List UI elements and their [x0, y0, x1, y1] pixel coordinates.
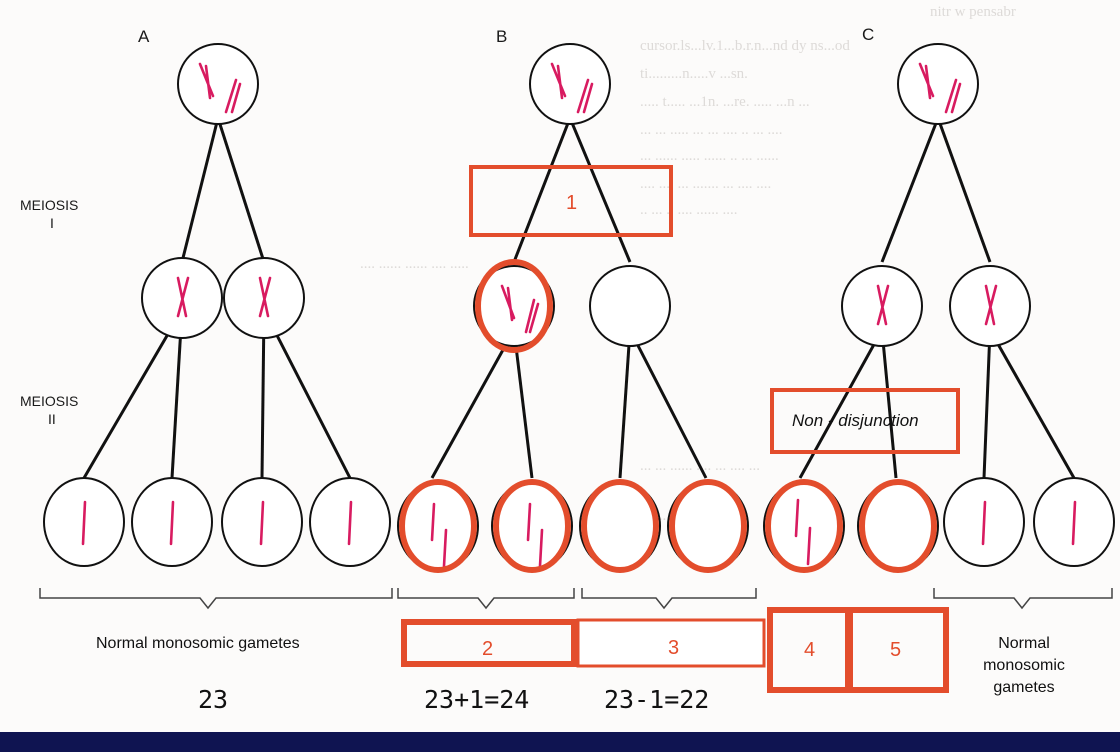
chromatid-icon	[526, 502, 532, 542]
column-c	[763, 43, 1115, 610]
svg-text:... ... ..... ... ... .... ..: ... ... ..... ... ... .... .. ... ....	[640, 122, 783, 138]
chromosome-icon	[984, 284, 998, 326]
chromatid-icon	[981, 500, 987, 546]
column-a	[39, 43, 393, 610]
label-box-5	[845, 607, 949, 693]
chromatid-icon	[430, 502, 436, 542]
chromatid-icon	[347, 500, 353, 546]
chromosome-pair-icon	[198, 62, 242, 114]
label-box-2	[401, 619, 577, 667]
chromatid-icon	[794, 498, 800, 538]
chromosome-count-a: 23	[198, 685, 228, 714]
label-box-1	[469, 165, 673, 237]
column-label-a: A	[138, 27, 150, 46]
chromatid-icon	[259, 500, 265, 546]
svg-text:.. ... .. .... ...... ....: .. ... .. .... ...... ....	[640, 202, 738, 218]
chromosome-count-trisomic: 23+1=24	[424, 685, 529, 714]
chromosome-pair-icon	[550, 62, 594, 114]
normal-gametes-caption-a: Normal monosomic gametes	[96, 635, 300, 652]
svg-text:.... .... ... ....... ... ....: .... .... ... ....... ... .... ....	[640, 176, 771, 192]
meiosis2-label: MEIOSIS	[20, 393, 78, 409]
svg-text:... ...... ..... ...... .. ...: ... ...... ..... ...... .. ... ......	[640, 148, 779, 164]
brace-b-left	[397, 588, 575, 610]
parent-cell-a	[177, 43, 259, 125]
chromosome-pair-icon	[500, 284, 540, 334]
highlight-gamete-c1	[765, 479, 843, 573]
normal-gametes-caption-c-line2: monosomic	[983, 657, 1065, 674]
chromosome-pair-icon	[918, 62, 962, 114]
chromatid-icon	[806, 526, 812, 566]
svg-text:ti.........n.....v ...sn.: ti.........n.....v ...sn.	[640, 66, 748, 82]
svg-text:nitr w pensabr: nitr w pensabr	[930, 4, 1016, 20]
normal-gametes-caption-c-line1: Normal	[998, 635, 1050, 652]
chromosome-icon	[876, 284, 890, 326]
parent-cell-b	[529, 43, 611, 125]
chromatid-icon	[81, 500, 87, 546]
chromatid-icon	[169, 500, 175, 546]
highlight-meiosis1-cell-b	[475, 259, 553, 353]
nondisjunction-box	[770, 388, 960, 454]
normal-gametes-caption-c-line3: gametes	[993, 679, 1054, 696]
highlight-gamete-b1	[399, 479, 477, 573]
chromosome-icon	[258, 276, 272, 318]
annotation-overlays: 1 Non - disjunction 2 3 4 5	[399, 165, 960, 693]
meiosis1-cell-b-right	[589, 265, 671, 347]
brace-c	[933, 588, 1113, 610]
meiosis2-numeral: II	[48, 411, 56, 427]
svg-text:cursor.ls...lv.1...b.r.n...nd: cursor.ls...lv.1...b.r.n...nd dy ns...od	[640, 38, 850, 54]
column-b	[397, 43, 757, 610]
chromatid-icon	[1071, 500, 1077, 546]
label-4: 4	[804, 639, 815, 661]
label-3: 3	[668, 637, 679, 659]
nondisjunction-label: Non - disjunction	[792, 411, 919, 430]
brace-b-right	[581, 588, 757, 610]
label-1: 1	[566, 192, 577, 214]
chromatid-icon	[442, 528, 448, 568]
bottom-bar	[0, 732, 1120, 752]
meiosis1-numeral: I	[50, 215, 54, 231]
parent-cell-c	[897, 43, 979, 125]
highlight-gamete-c2	[859, 479, 937, 573]
svg-text:.... ...... ...... .... .....: .... ...... ...... .... .....	[360, 256, 469, 272]
chromatid-icon	[538, 528, 544, 568]
column-label-c: C	[862, 25, 874, 44]
highlight-gamete-b4	[669, 479, 747, 573]
svg-text:..... t..... ...1n. ...re. .: ..... t..... ...1n. ...re. ..... ...n ..…	[640, 94, 810, 110]
column-label-b: B	[496, 27, 507, 46]
highlight-gamete-b3	[581, 479, 659, 573]
meiosis1-cell-b-left	[473, 265, 555, 347]
label-2: 2	[482, 638, 493, 660]
brace-a	[39, 588, 393, 610]
chromosome-count-monosomic: 23-1=22	[604, 685, 709, 714]
highlight-gamete-b2	[493, 479, 571, 573]
label-5: 5	[890, 639, 901, 661]
label-box-3	[576, 618, 766, 668]
meiosis1-label: MEIOSIS	[20, 197, 78, 213]
chromosome-icon	[176, 276, 190, 318]
